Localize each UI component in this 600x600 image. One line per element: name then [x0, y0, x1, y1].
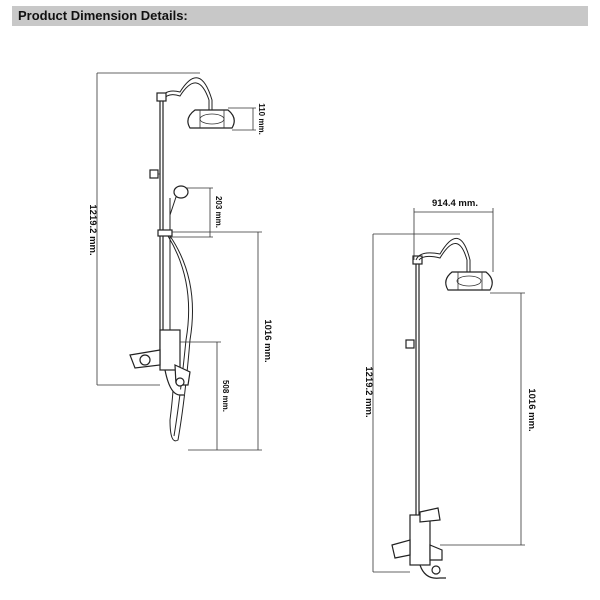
right-shower-arm [415, 238, 471, 272]
left-total-height-label: 1219.2 mm. [87, 204, 98, 255]
header-bar: Product Dimension Details: [12, 6, 588, 26]
left-shower-arm [159, 77, 213, 110]
right-total-height-label: 1219.2 mm. [363, 366, 374, 417]
left-shower-head [187, 109, 235, 129]
left-hose [169, 235, 193, 442]
left-head-to-base-label: 1016 mm. [262, 319, 273, 362]
right-shower-head [445, 271, 493, 291]
left-valve-height-label: 508 mm. [221, 380, 230, 412]
right-shower-drawing: 914.4 mm. 1219.2 mm. 1016 mm. [363, 198, 537, 579]
left-valve-body [159, 329, 181, 371]
right-head-to-base-label: 1016 mm. [526, 388, 537, 431]
left-shower-drawing: 1219.2 mm. 110 mm. 203 mm. 1016 mm. 508 … [87, 72, 273, 451]
left-hand-shower [173, 185, 189, 199]
right-arm-reach-label: 914.4 mm. [432, 198, 478, 209]
left-hand-shower-label: 203 mm. [214, 196, 223, 228]
left-head-height-label: 110 mm. [257, 103, 266, 135]
page-title: Product Dimension Details: [18, 8, 188, 23]
right-valve-handle [391, 539, 411, 559]
